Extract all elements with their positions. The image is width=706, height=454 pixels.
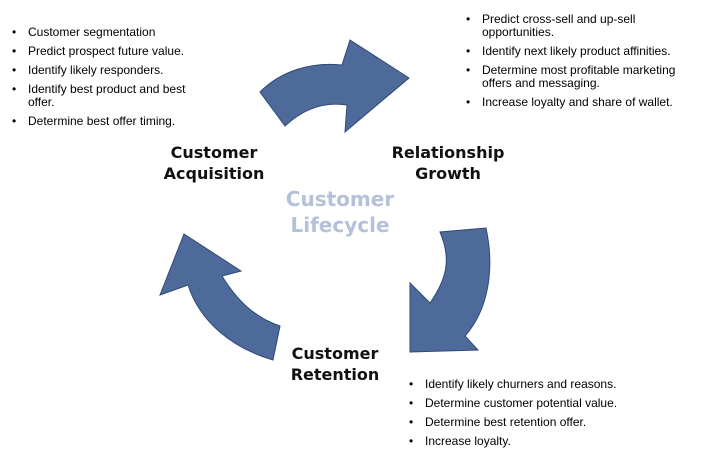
list-item: Determine best offer timing. bbox=[12, 115, 212, 129]
list-item: Identify likely churners and reasons. bbox=[409, 378, 649, 392]
stage-title-retention: Customer Retention bbox=[276, 343, 394, 385]
growth-bullet-list: Predict cross-sell and up-sell opportuni… bbox=[466, 13, 696, 115]
stage-title-line: Relationship bbox=[391, 143, 505, 162]
list-item: Customer segmentation bbox=[12, 26, 212, 40]
list-item: Predict prospect future value. bbox=[12, 45, 212, 59]
retention-bullet-list: Identify likely churners and reasons. De… bbox=[409, 378, 649, 454]
list-item: Increase loyalty and share of wallet. bbox=[466, 96, 696, 110]
stage-title-acquisition: Customer Acquisition bbox=[150, 142, 278, 184]
stage-title-line: Retention bbox=[290, 365, 380, 384]
stage-title-line: Customer bbox=[170, 143, 258, 162]
list-item: Identify likely responders. bbox=[12, 64, 212, 78]
arrow-retention-to-acquisition bbox=[159, 233, 281, 361]
list-item: Determine most profitable marketing offe… bbox=[466, 64, 696, 90]
center-label-line: Customer bbox=[285, 187, 395, 211]
list-item: Identify next likely product affinities. bbox=[466, 45, 696, 59]
center-label-line: Lifecycle bbox=[290, 213, 390, 237]
list-item: Determine best retention offer. bbox=[409, 416, 649, 430]
list-item: Identify best product and best offer. bbox=[12, 83, 212, 109]
stage-title-line: Growth bbox=[415, 164, 481, 183]
stage-title-line: Customer bbox=[291, 344, 379, 363]
list-item: Predict cross-sell and up-sell opportuni… bbox=[466, 13, 696, 39]
list-item: Determine customer potential value. bbox=[409, 397, 649, 411]
list-item: Increase loyalty. bbox=[409, 435, 649, 449]
acquisition-bullet-list: Customer segmentation Predict prospect f… bbox=[12, 26, 212, 134]
center-label: Customer Lifecycle bbox=[260, 186, 420, 238]
arrow-acquisition-to-growth bbox=[259, 39, 410, 134]
stage-title-growth: Relationship Growth bbox=[384, 142, 512, 184]
stage-title-line: Acquisition bbox=[163, 164, 265, 183]
arrow-growth-to-retention bbox=[409, 227, 491, 353]
